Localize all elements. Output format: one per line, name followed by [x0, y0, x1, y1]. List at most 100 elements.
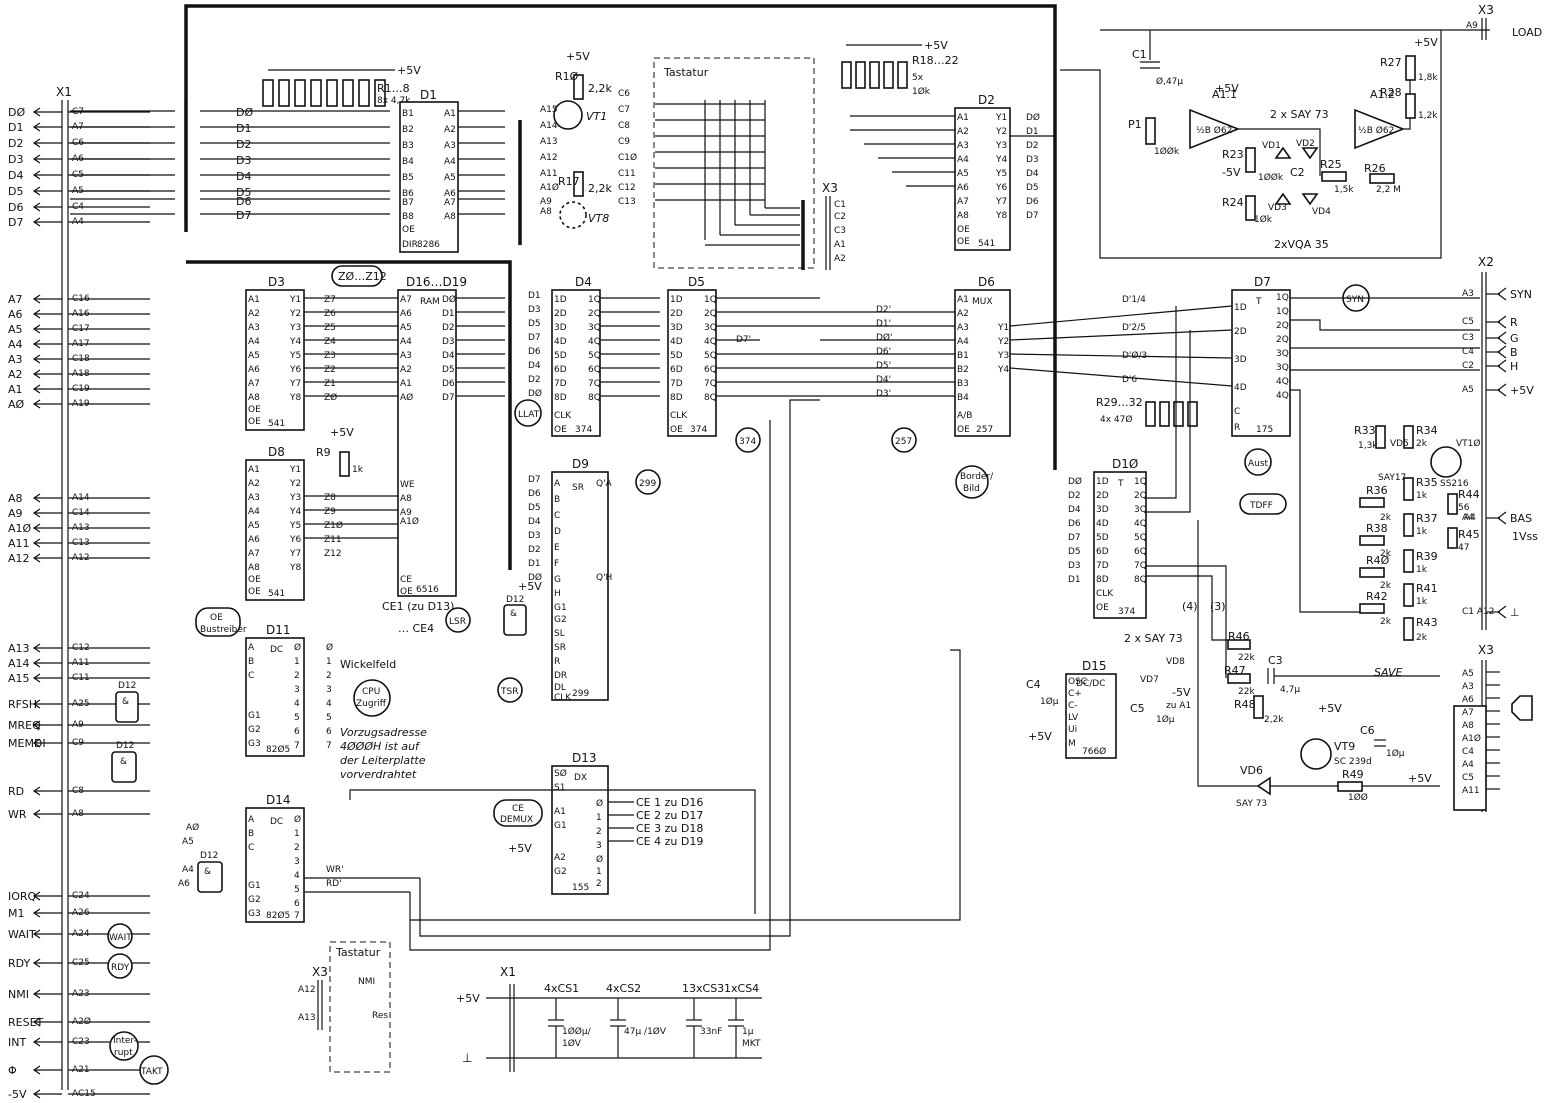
svg-text:Y1: Y1: [289, 295, 301, 305]
x2-output-row: C1 A12⊥: [1462, 605, 1520, 619]
signal-name: D3: [8, 153, 23, 166]
svg-text:C3: C3: [1268, 654, 1283, 667]
svg-text:&: &: [122, 697, 129, 707]
svg-text:C-: C-: [1068, 701, 1078, 711]
svg-text:6516: 6516: [416, 585, 439, 595]
svg-text:SAY 73: SAY 73: [1236, 799, 1267, 809]
output-signal: R: [1510, 316, 1518, 329]
svg-text:R24: R24: [1222, 196, 1244, 209]
svg-text:R41: R41: [1416, 582, 1438, 595]
arrow-icon: [32, 958, 41, 968]
arrow-icon: [32, 553, 41, 563]
svg-text:D6: D6: [978, 275, 995, 289]
svg-text:1k: 1k: [1416, 491, 1428, 501]
svg-text:7D: 7D: [554, 379, 567, 389]
svg-text:RAM: RAM: [420, 297, 440, 307]
svg-text:Y6: Y6: [289, 365, 301, 375]
svg-text:C6: C6: [1360, 724, 1375, 737]
signal-name: WR: [8, 808, 27, 821]
svg-text:D4: D4: [442, 351, 455, 361]
svg-text:D3: D3: [236, 154, 251, 167]
svg-text:X2: X2: [1478, 255, 1494, 269]
svg-text:D3: D3: [442, 337, 455, 347]
svg-text:22k: 22k: [1238, 653, 1255, 663]
svg-text:OSC: OSC: [1068, 677, 1087, 687]
svg-text:1k: 1k: [1416, 597, 1428, 607]
svg-text:6D: 6D: [670, 365, 683, 375]
svg-text:2Q: 2Q: [704, 309, 717, 319]
svg-text:D5: D5: [236, 186, 251, 199]
svg-text:DC: DC: [270, 645, 283, 655]
svg-text:G3: G3: [248, 739, 261, 749]
svg-text:D6: D6: [236, 195, 251, 208]
x3-pin: A1Ø: [1462, 733, 1481, 744]
svg-text:R38: R38: [1366, 522, 1388, 535]
svg-text:A7: A7: [400, 295, 412, 305]
svg-text:D6: D6: [528, 489, 541, 499]
svg-text:ZØ…Z12: ZØ…Z12: [338, 270, 387, 283]
svg-text:3D: 3D: [1234, 355, 1247, 365]
svg-text:R9: R9: [316, 446, 331, 459]
border-bubble: Border/ Bild: [955, 465, 994, 499]
svg-text:A/B: A/B: [957, 411, 972, 421]
svg-text:A2: A2: [444, 125, 456, 135]
svg-text:3: 3: [294, 685, 300, 695]
svg-text:1Q: 1Q: [1134, 477, 1147, 487]
svg-text:Z3: Z3: [324, 351, 336, 361]
svg-text:Z2: Z2: [324, 365, 336, 375]
output-signal: G: [1510, 332, 1519, 345]
signal-name: A11: [8, 537, 30, 550]
svg-text:D13: D13: [572, 751, 597, 765]
svg-text:2D: 2D: [670, 309, 683, 319]
svg-text:R48: R48: [1234, 698, 1256, 711]
svg-text:SL: SL: [554, 629, 565, 639]
svg-text:VD4: VD4: [1312, 207, 1331, 217]
svg-text:D2: D2: [236, 138, 251, 151]
svg-text:R1Ø: R1Ø: [555, 70, 579, 83]
output-signal: ⊥: [1510, 606, 1520, 619]
ce-output-label: CE 4 zu D19: [636, 835, 703, 848]
svg-text:5D: 5D: [670, 351, 683, 361]
svg-text:B5: B5: [402, 173, 414, 183]
svg-text:CLK: CLK: [554, 411, 572, 421]
svg-text:1: 1: [326, 657, 332, 667]
svg-text:Y4: Y4: [289, 337, 301, 347]
svg-text:Y7: Y7: [289, 549, 301, 559]
cap-group-label: 1xCS4: [724, 982, 759, 995]
interrupt-bubble: Inter- rupt: [109, 1031, 139, 1061]
svg-text:DC: DC: [270, 817, 283, 827]
r18-22-array: +5V R18…22 5x 1Øk: [841, 39, 959, 97]
svg-text:B6: B6: [402, 189, 414, 199]
svg-text:DØ: DØ: [528, 388, 542, 399]
svg-text:D3: D3: [1068, 561, 1081, 571]
svg-text:+5V: +5V: [518, 580, 542, 593]
r1-8-supply: +5V: [397, 64, 421, 77]
svg-text:R44: R44: [1458, 488, 1480, 501]
tdff-bubble: TDFF: [1239, 493, 1287, 515]
svg-text:OE: OE: [957, 425, 970, 435]
signal-name: A2: [8, 368, 23, 381]
svg-text:D: D: [554, 527, 561, 537]
d12-gate-a: D12 &: [503, 595, 527, 636]
svg-text:Z4: Z4: [324, 337, 336, 347]
svg-text:DIR: DIR: [402, 240, 418, 250]
svg-text:4D: 4D: [1096, 519, 1109, 529]
svg-text:5D: 5D: [554, 351, 567, 361]
svg-text:Z11: Z11: [324, 535, 342, 545]
x3-pin: A8: [1462, 721, 1474, 731]
svg-text:G2: G2: [248, 895, 261, 905]
signal-name: A13: [8, 642, 30, 655]
svg-text:CE: CE: [512, 804, 524, 814]
svg-text:R39: R39: [1416, 550, 1438, 563]
svg-text:½B Ø62: ½B Ø62: [1196, 125, 1232, 136]
svg-text:Y2: Y2: [997, 337, 1009, 347]
keyboard-label: Tastatur: [663, 66, 709, 79]
